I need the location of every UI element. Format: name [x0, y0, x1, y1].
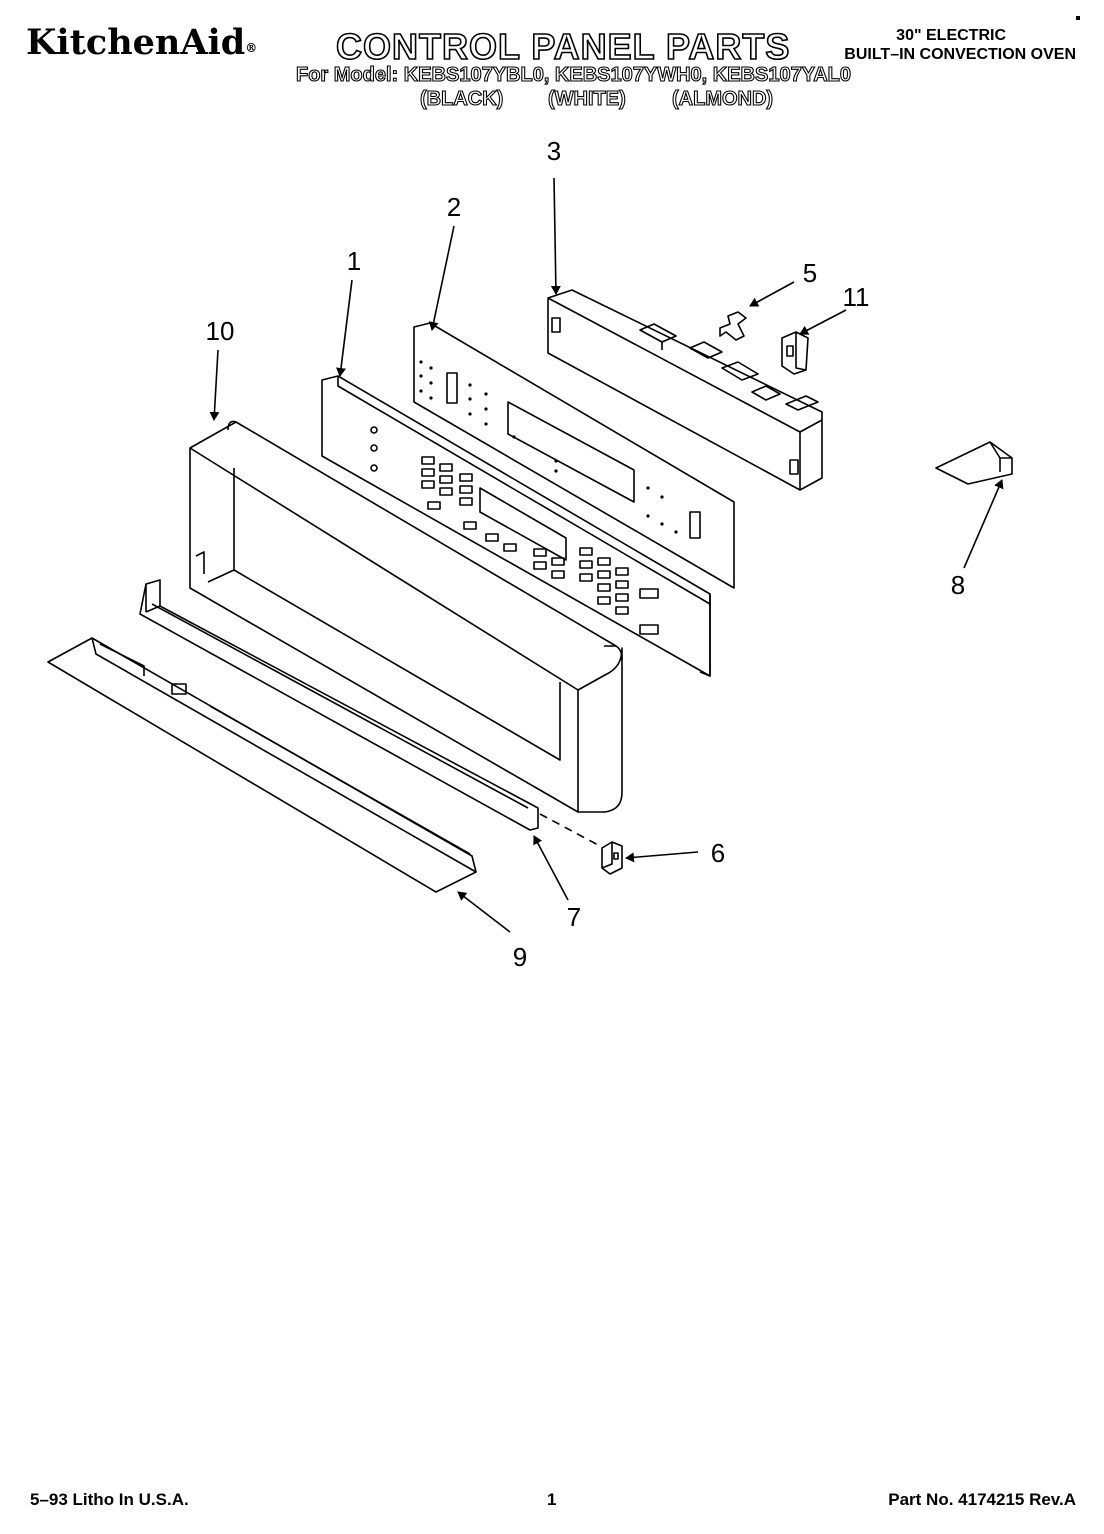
callout-6: 6	[711, 838, 725, 868]
model-numbers: For Model: KEBS107YBL0, KEBS107YWH0, KEB…	[295, 63, 851, 86]
callout-5: 5	[803, 258, 817, 288]
color-black: (BLACK)	[419, 87, 504, 110]
callout-11: 11	[843, 282, 870, 312]
page-number: 1	[547, 1490, 557, 1509]
leader-lines	[209, 177, 1004, 933]
callout-3: 3	[547, 136, 561, 166]
brand-name: KitchenAid	[26, 22, 246, 63]
callout-8: 9	[513, 942, 527, 972]
page-title: CONTROL PANEL PARTS	[335, 25, 791, 68]
brand-logo: KitchenAid®	[26, 22, 257, 63]
color-white: (WHITE)	[547, 87, 626, 110]
part-number: Part No. 4174215 Rev.A	[888, 1490, 1076, 1509]
corner-mark	[1076, 16, 1080, 20]
print-note: 5–93 Litho In U.S.A.	[30, 1490, 189, 1509]
part-9-shield	[935, 441, 1013, 485]
part-7-lower-strip	[139, 579, 539, 831]
product-type-line1: 30" ELECTRIC	[896, 27, 1006, 44]
registered-mark: ®	[245, 41, 258, 55]
part-8-bottom-trim	[47, 637, 477, 893]
color-variants: (BLACK) (WHITE) (ALMOND)	[419, 87, 774, 111]
part-2-overlay	[413, 322, 735, 589]
part-3-control-board	[547, 289, 823, 491]
part-10-trim-frame	[189, 420, 623, 813]
callout-7: 7	[567, 902, 581, 932]
callout-9: 8	[951, 570, 965, 600]
part-11-bracket	[781, 331, 809, 375]
product-type-line2: BUILT–IN CONVECTION OVEN	[844, 46, 1076, 63]
part-1-control-panel	[321, 375, 711, 677]
callout-10: 10	[206, 316, 235, 346]
part-6-clip	[539, 813, 623, 875]
callout-1: 1	[347, 246, 361, 276]
color-almond: (ALMOND)	[671, 87, 774, 110]
callout-2: 2	[447, 192, 461, 222]
part-5-bracket	[719, 311, 747, 341]
